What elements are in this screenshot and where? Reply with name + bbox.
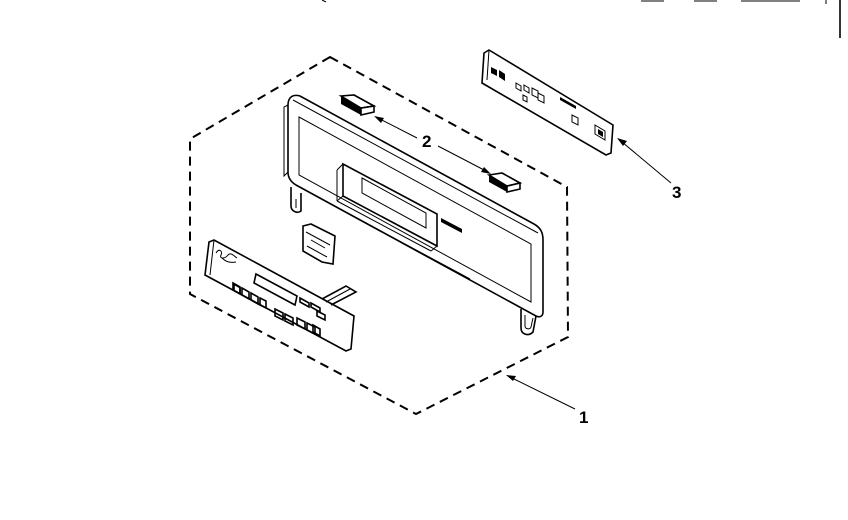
callout-1: 1 [506, 375, 588, 427]
callout-label-1: 1 [579, 408, 588, 427]
callout-label-3: 3 [672, 183, 681, 202]
control-overlay-panel [204, 239, 358, 352]
callout-2: 2 [374, 116, 491, 174]
clip-block-upper [338, 94, 377, 117]
gasket-insulator [302, 223, 336, 265]
top-edge-fragments [321, 0, 841, 38]
callout-label-2: 2 [422, 132, 431, 151]
clip-block-lower [486, 172, 523, 194]
assembly-boundary-dashed [189, 55, 570, 416]
control-board [481, 49, 614, 156]
callout-3: 3 [617, 138, 681, 202]
console-panel-frame [283, 94, 544, 336]
